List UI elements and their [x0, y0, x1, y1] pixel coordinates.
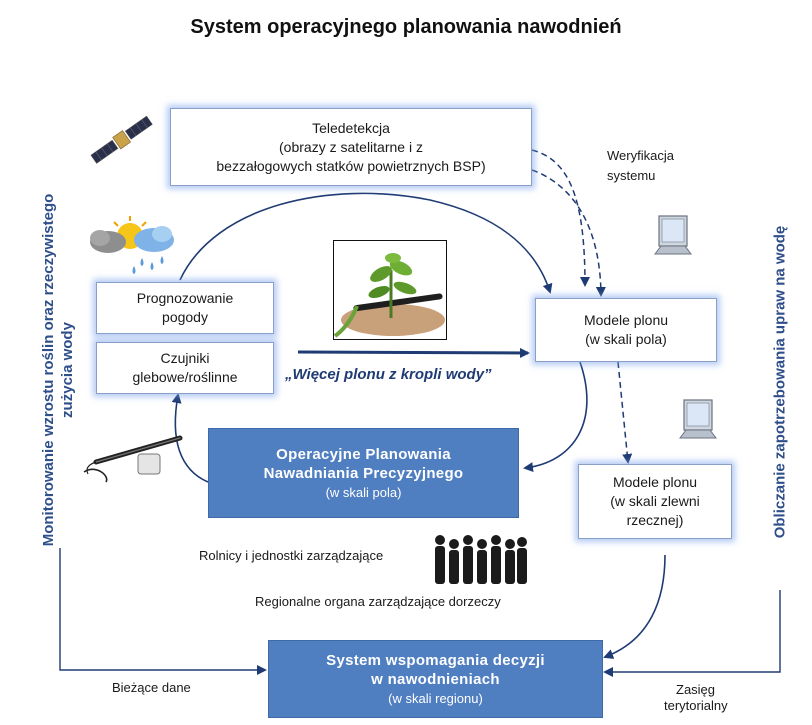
- left-side-label: Monitorowanie wzrostu roślin oraz rzeczy…: [39, 145, 77, 595]
- arrow-basin-to-system: [603, 554, 666, 659]
- box-operacyjne-line2: Nawadniania Precyzyjnego: [263, 464, 464, 482]
- box-system: System wspomagania decyzji w nawodnienia…: [268, 640, 603, 718]
- weather-icon: [90, 216, 174, 274]
- soil-sensor-icon: [83, 435, 183, 483]
- box-modele-pole-line1: Modele plonu: [583, 312, 669, 328]
- label-weryfikacja-1: Weryfikacja: [607, 148, 674, 163]
- label-rolnicy: Rolnicy i jednostki zarządzające: [199, 548, 384, 563]
- left-side-label-line2: zużycia wody: [59, 322, 76, 418]
- box-modele-zlewnia-line3: rzecznej): [626, 512, 684, 528]
- box-operacyjne-line1: Operacyjne Planowania: [276, 445, 451, 463]
- box-operacyjne: Operacyjne Planowania Nawadniania Precyz…: [208, 428, 519, 518]
- box-teledetekcja-line3: bezzałogowych statków powietrznych BSP): [216, 157, 486, 174]
- satellite-icon: [90, 115, 153, 164]
- box-prognozowanie-line1: Prognozowanie: [136, 290, 234, 306]
- box-modele-zlewnia-line1: Modele plonu: [612, 474, 698, 490]
- box-modele-zlewnia: Modele plonu (w skali zlewni rzecznej): [578, 464, 732, 539]
- people-icon: [435, 535, 527, 584]
- box-teledetekcja-line1: Teledetekcja: [312, 119, 390, 136]
- arrow-forecast-to-model: [179, 192, 553, 294]
- box-operacyjne-line3: (w skali pola): [325, 484, 402, 500]
- box-modele-pole-line2: (w skali pola): [585, 331, 667, 347]
- page-title: System operacyjnego planowania nawodnień: [190, 16, 622, 38]
- arrow-remote-dashed-1: [531, 149, 590, 287]
- slogan: „Więcej plonu z kropli wody”: [285, 366, 492, 383]
- left-side-label-line1: Monitorowanie wzrostu roślin oraz rzeczy…: [40, 193, 57, 547]
- laptop-icon: [679, 399, 717, 439]
- box-teledetekcja-line2: (obrazy z satelitarne i z: [279, 138, 423, 155]
- box-system-line2: w nawodnieniach: [371, 670, 500, 688]
- arrow-current-data: [59, 548, 267, 675]
- box-system-line3: (w skali regionu): [388, 690, 483, 706]
- label-weryfikacja-2: systemu: [607, 168, 656, 183]
- arrow-field-to-basin-dashed: [617, 361, 633, 464]
- label-biezace-dane: Bieżące dane: [112, 680, 191, 695]
- label-zasieg-1: Zasięg: [676, 682, 716, 697]
- right-side-label: Obliczanie zapotrzebowania upraw na wodę: [771, 225, 789, 539]
- box-modele-zlewnia-line2: (w skali zlewni: [610, 493, 700, 509]
- box-prognozowanie-line2: pogody: [162, 309, 208, 325]
- arrow-sensors-to-model: [297, 347, 530, 358]
- box-czujniki-line2: glebowe/roślinne: [132, 369, 238, 385]
- laptop-icon: [654, 215, 692, 255]
- box-czujniki: Czujniki glebowe/roślinne: [96, 342, 274, 394]
- arrow-operational-to-sensors: [171, 393, 209, 483]
- box-teledetekcja: Teledetekcja (obrazy z satelitarne i z b…: [170, 108, 532, 186]
- arrow-model-to-operational: [523, 361, 588, 473]
- box-system-line1: System wspomagania decyzji: [326, 651, 545, 669]
- label-regionalne: Regionalne organa zarządzające dorzeczy: [255, 594, 501, 609]
- label-zasieg-2: terytorialny: [664, 698, 728, 713]
- box-prognozowanie: Prognozowanie pogody: [96, 282, 274, 334]
- box-czujniki-line1: Czujniki: [160, 350, 210, 366]
- arrow-territorial: [603, 590, 781, 677]
- plant-drip-icon: [333, 240, 447, 340]
- arrow-remote-dashed-2: [531, 169, 606, 297]
- box-modele-pole: Modele plonu (w skali pola): [535, 298, 717, 362]
